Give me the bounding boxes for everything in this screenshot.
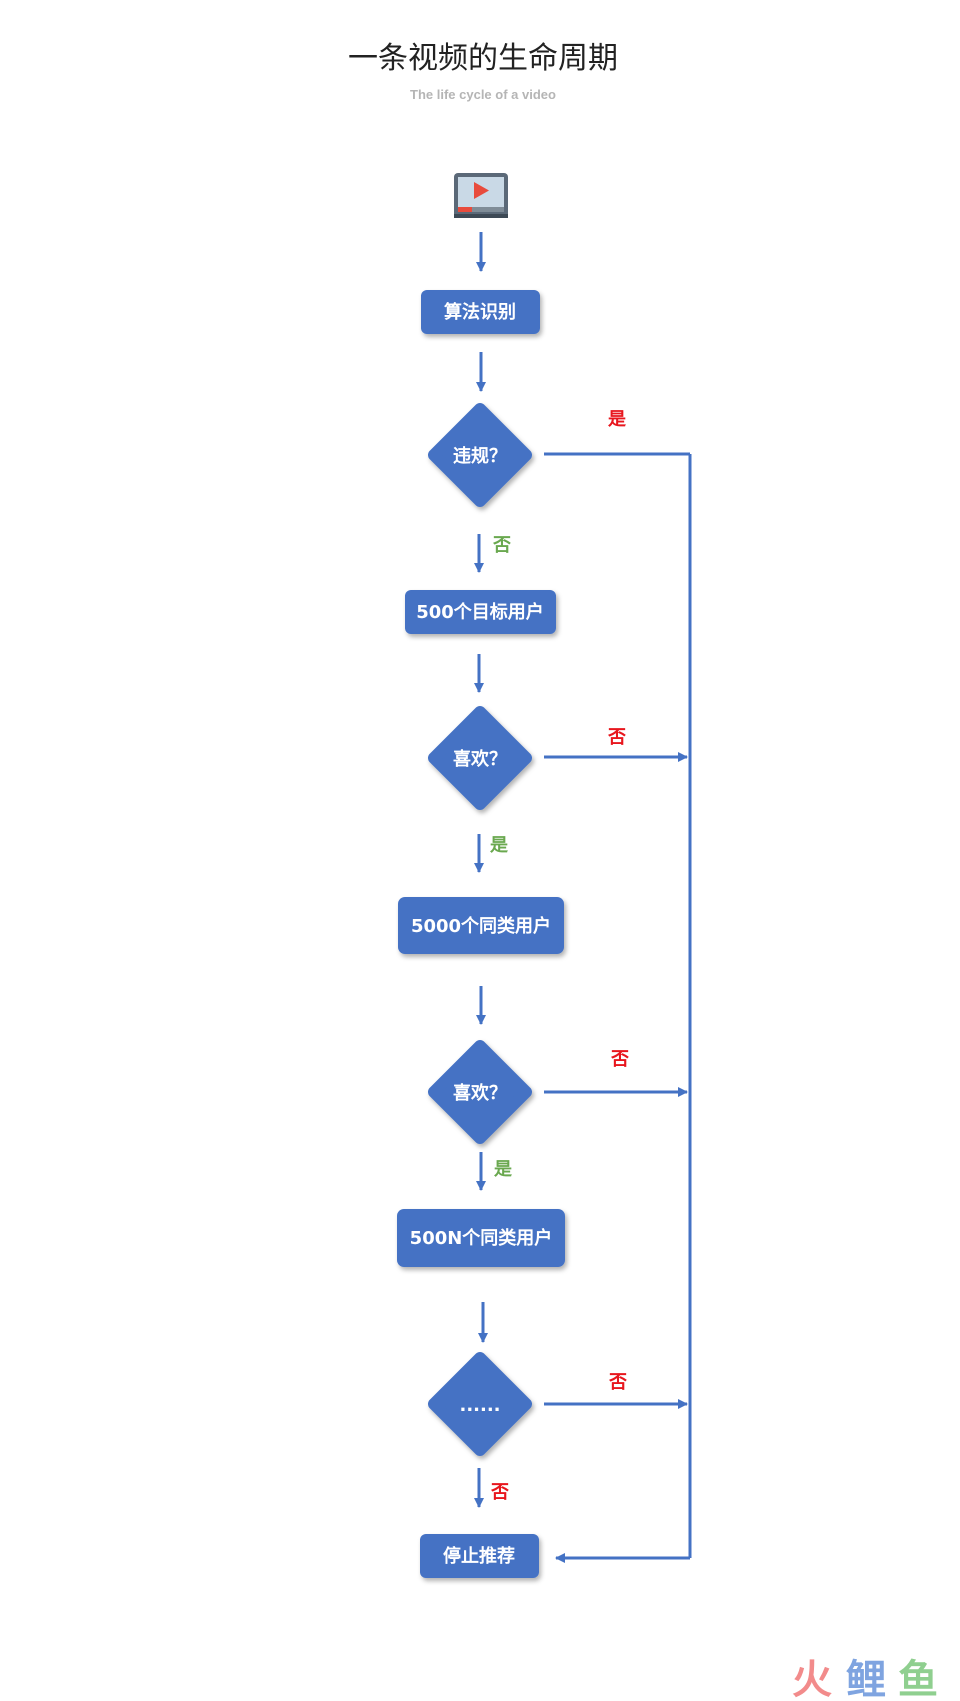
decision-label: 喜欢？ xyxy=(453,1083,507,1104)
page-subtitle: The life cycle of a video xyxy=(410,87,556,102)
edge-label-like2-no: 否 xyxy=(610,1049,629,1070)
node-label: 停止推荐 xyxy=(443,1545,515,1567)
edge-label-like2-yes: 是 xyxy=(493,1159,512,1180)
watermark-char: 鲤 xyxy=(846,1657,886,1701)
watermark-char: 火 xyxy=(792,1657,832,1701)
watermark-logo: 火 鲤 鱼 xyxy=(792,1657,938,1701)
node-similar-users-500n: 500N个同类用户 xyxy=(397,1209,565,1267)
flow-arrows xyxy=(474,232,488,1508)
watermark-char: 鱼 xyxy=(898,1657,938,1701)
node-algorithm: 算法识别 xyxy=(421,290,540,334)
decision-like-1: 喜欢？ xyxy=(428,706,532,810)
edge-label-more-no-down: 否 xyxy=(490,1482,509,1503)
node-stop: 停止推荐 xyxy=(420,1534,539,1578)
node-label: 500个目标用户 xyxy=(416,601,544,623)
page-title: 一条视频的生命周期 xyxy=(348,41,618,76)
edge-label-like1-yes: 是 xyxy=(489,835,508,856)
video-play-icon xyxy=(454,173,508,218)
edge-label-violation-yes: 是 xyxy=(607,409,626,430)
decision-more: ...... xyxy=(428,1352,532,1456)
node-label: 5000个同类用户 xyxy=(411,915,551,937)
node-label: 算法识别 xyxy=(444,301,516,323)
decision-label: ...... xyxy=(459,1395,500,1416)
decision-violation: 违规？ xyxy=(428,403,532,507)
edge-label-more-no-right: 否 xyxy=(608,1372,627,1393)
decision-like-2: 喜欢？ xyxy=(428,1040,532,1144)
edge-label-like1-no: 否 xyxy=(607,727,626,748)
edge-label-violation-no: 否 xyxy=(492,535,511,556)
node-target-users-500: 500个目标用户 xyxy=(405,590,556,634)
node-similar-users-5000: 5000个同类用户 xyxy=(398,897,564,954)
decision-label: 违规？ xyxy=(453,445,507,467)
node-label: 500N个同类用户 xyxy=(410,1227,553,1249)
decision-label: 喜欢？ xyxy=(453,749,507,770)
rejection-path xyxy=(544,452,692,1563)
